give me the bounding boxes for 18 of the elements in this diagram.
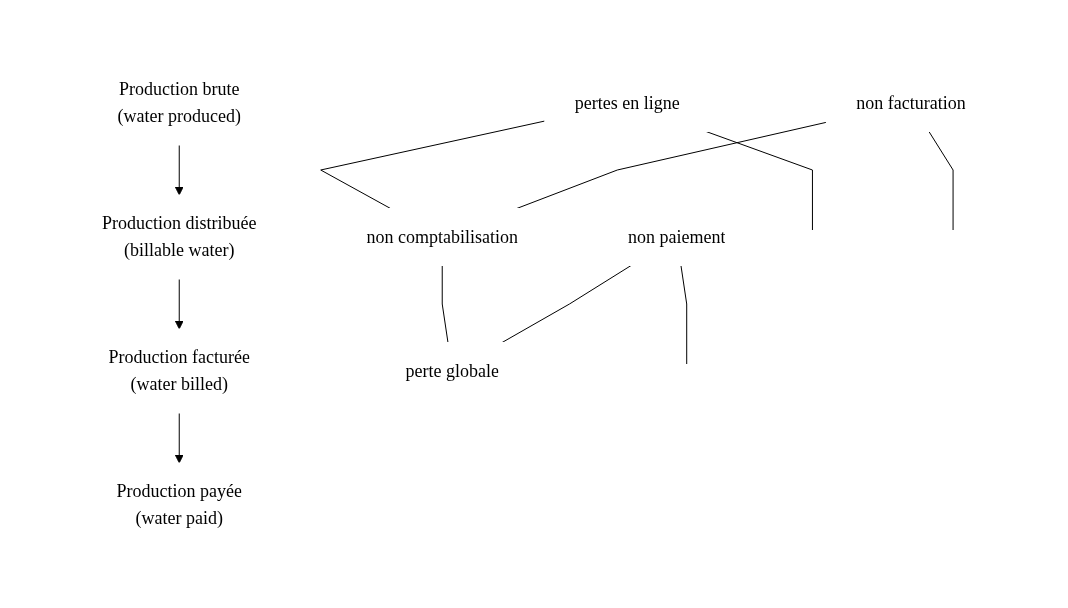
node-text: pertes en ligne — [574, 92, 680, 113]
connector — [516, 121, 827, 209]
connector — [441, 265, 449, 343]
connector — [320, 120, 546, 209]
arrow — [174, 278, 184, 330]
node-text: Production payée (water paid) — [116, 481, 243, 528]
node-text: Production brute (water produced) — [117, 79, 242, 126]
node-text: Production distribuée (billable water) — [102, 213, 257, 260]
node-text: non paiement — [628, 226, 726, 247]
node-text: perte globale — [405, 360, 500, 381]
arrow — [174, 412, 184, 464]
connector — [501, 265, 632, 343]
node-text: Production facturée (water billed) — [108, 347, 251, 394]
node-text: non facturation — [856, 92, 966, 113]
connector — [928, 131, 954, 231]
node-text: non comptabilisation — [366, 226, 519, 247]
connector — [680, 265, 688, 365]
arrow — [174, 144, 184, 196]
